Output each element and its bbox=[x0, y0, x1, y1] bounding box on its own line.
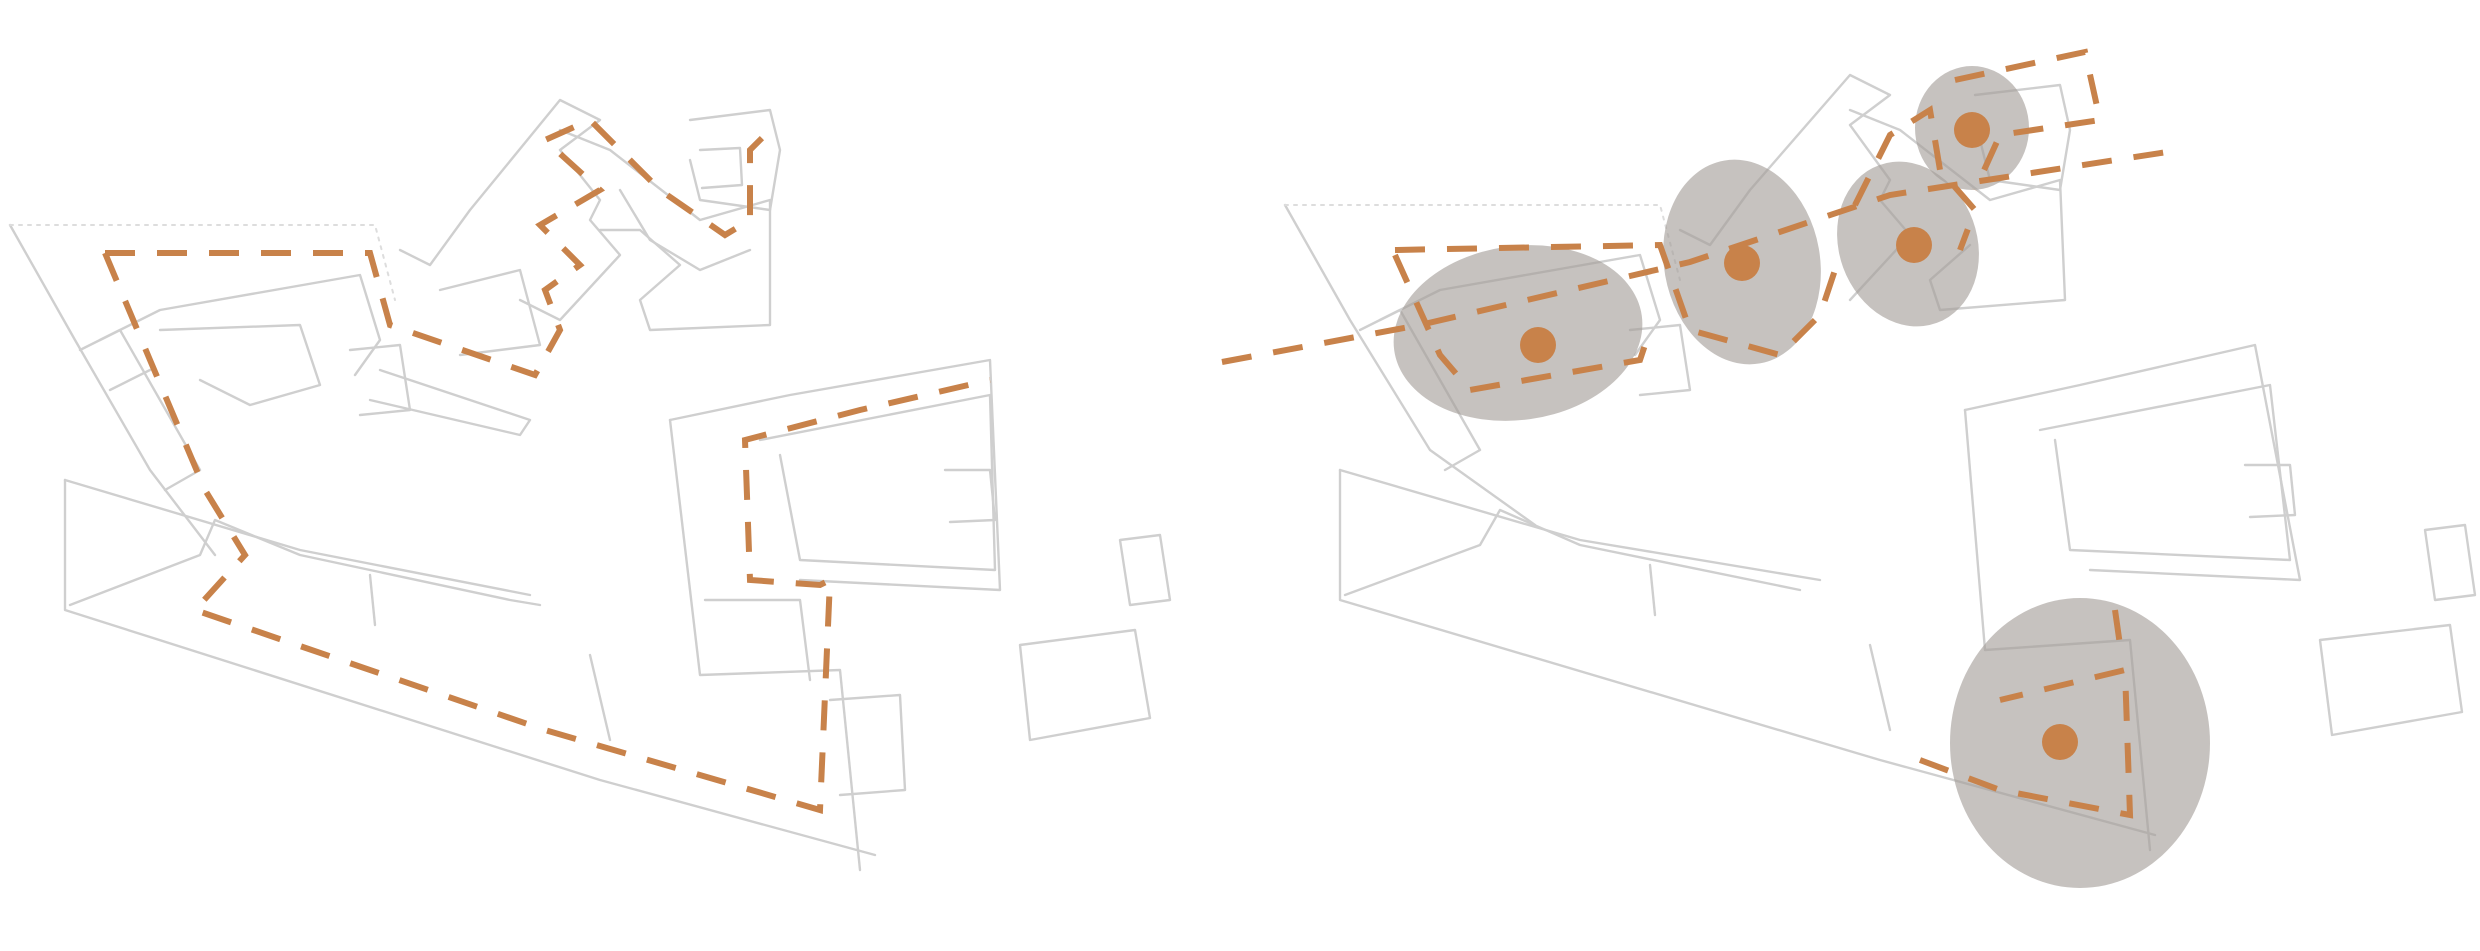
right-wall-south-rooms bbox=[1648, 563, 1657, 617]
right-route-east-stub bbox=[2112, 609, 2123, 646]
left-wall-ne-3 bbox=[558, 128, 772, 332]
left-circulation-route bbox=[102, 116, 991, 814]
right-wall-south-inner bbox=[1343, 508, 1802, 597]
left-wall-ne-4 bbox=[688, 108, 782, 212]
zone-4-hub bbox=[1954, 112, 1990, 148]
right-wall-south-cells bbox=[1868, 643, 1892, 732]
right-pavilion-small bbox=[2423, 523, 2477, 602]
right-route-ne bbox=[1852, 105, 1979, 252]
left-wall-nw-outer bbox=[8, 223, 217, 557]
left-walls bbox=[8, 98, 1172, 872]
left-wall-rooms-a bbox=[78, 328, 202, 492]
right-hubs bbox=[1520, 112, 2078, 760]
left-wall-nw-inner bbox=[98, 273, 382, 377]
zone-3-hub bbox=[1896, 227, 1932, 263]
left-route-west bbox=[102, 251, 991, 814]
left-wall-east-inner bbox=[758, 393, 997, 572]
left-wall-south-outer bbox=[63, 478, 877, 857]
right-route-top bbox=[1954, 48, 2104, 192]
right-pavilion-large bbox=[2318, 623, 2464, 737]
right-circulation-route bbox=[1221, 48, 2181, 819]
left-wall-south-cells bbox=[588, 653, 612, 742]
left-wall-east-outer bbox=[668, 418, 862, 872]
left-pavilion-large bbox=[1018, 628, 1152, 742]
left-wall-east-court bbox=[943, 468, 997, 524]
right-route-axis bbox=[1221, 147, 2181, 365]
right-wall-nw-outer bbox=[1283, 203, 1537, 527]
zone-5-area bbox=[1950, 598, 2210, 888]
left-wall-east-top bbox=[668, 358, 1002, 592]
right-route-south bbox=[1918, 666, 2134, 819]
left-route-loop bbox=[105, 116, 773, 379]
left-wall-east-rooms bbox=[703, 598, 812, 682]
right-wall-east-inner bbox=[2038, 383, 2292, 562]
left-wall-south-rooms bbox=[368, 573, 377, 627]
left-wall-ne-5 bbox=[698, 146, 744, 190]
zone-1-hub bbox=[1520, 327, 1556, 363]
left-pavilion-small bbox=[1118, 533, 1172, 607]
left-floor-plan bbox=[8, 98, 1172, 872]
right-wall-stair bbox=[1628, 323, 1692, 397]
left-wall-ne-6 bbox=[618, 188, 752, 272]
right-route-nw-loop bbox=[1394, 241, 1838, 359]
zone-5-hub bbox=[2042, 724, 2078, 760]
left-wall-rooms-b bbox=[108, 368, 152, 392]
right-zones bbox=[1393, 66, 2210, 888]
right-route-zone1 bbox=[1392, 253, 1653, 394]
left-wall-corridor bbox=[368, 368, 532, 437]
right-wall-south-top bbox=[1338, 468, 1822, 582]
right-wall-east-top bbox=[1963, 343, 2302, 582]
right-wall-east-court bbox=[2243, 463, 2297, 519]
left-wall-nw-courtyard bbox=[158, 323, 322, 407]
left-wall-nw-top bbox=[9, 224, 396, 301]
zone-2-hub bbox=[1724, 245, 1760, 281]
left-wall-ne-2 bbox=[438, 268, 542, 357]
left-wall-east-annex bbox=[828, 693, 907, 797]
left-wall-south-inner bbox=[68, 518, 542, 607]
left-wall-ne-1 bbox=[398, 98, 622, 322]
left-wall-south-top bbox=[63, 478, 532, 597]
